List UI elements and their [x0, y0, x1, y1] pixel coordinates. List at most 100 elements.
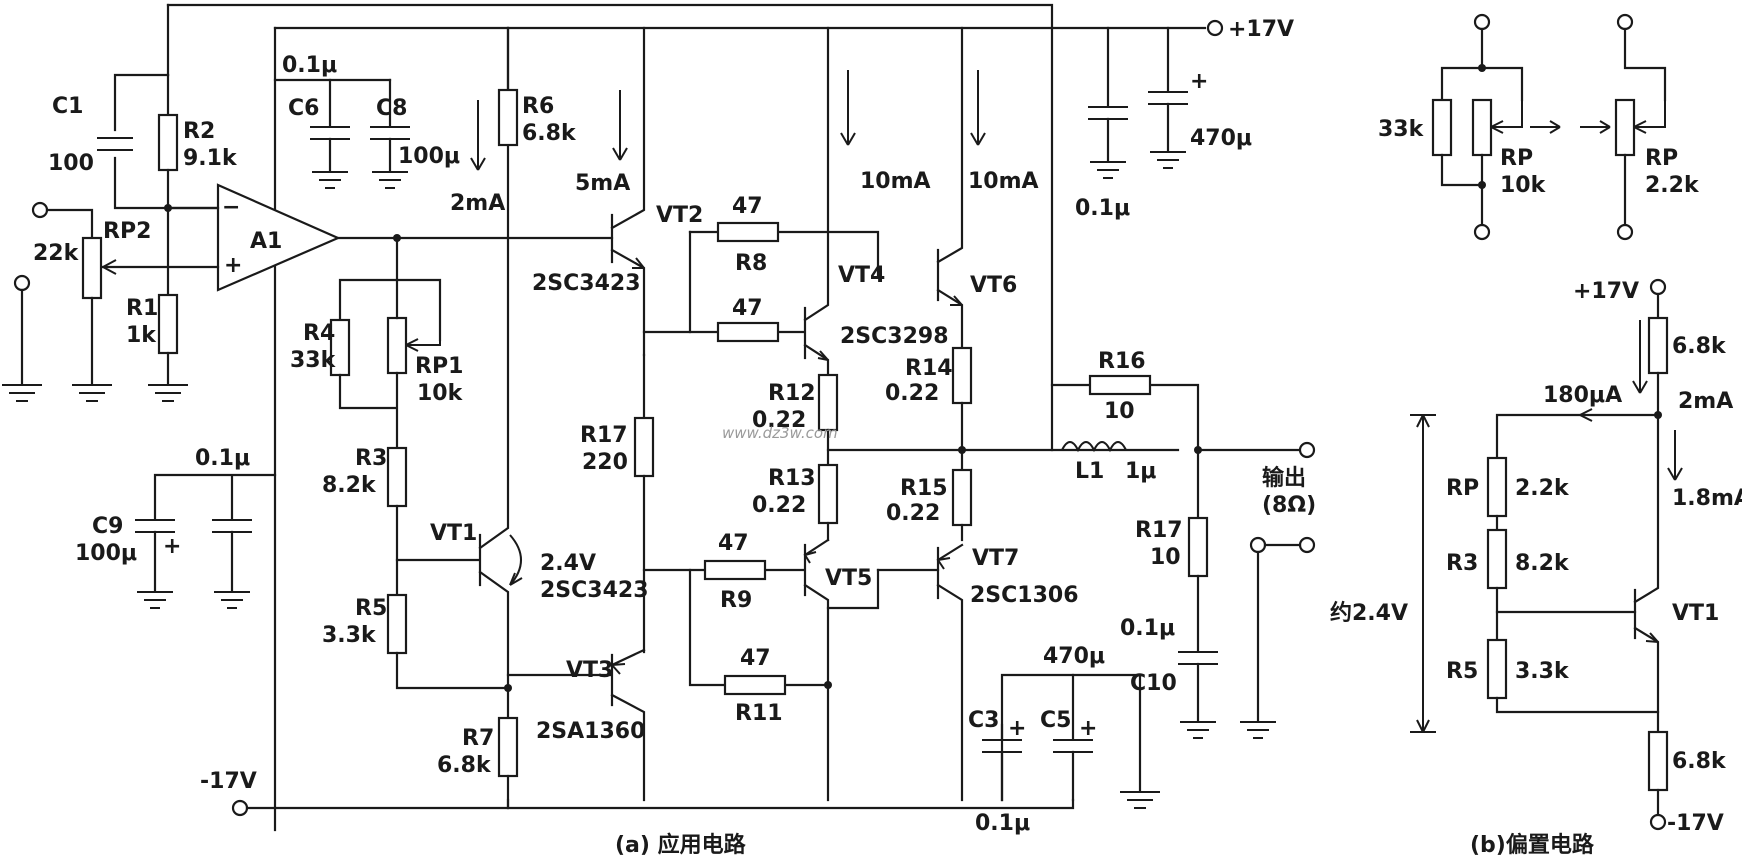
b-18ma-label: 1.8mA	[1672, 486, 1742, 511]
r5-value: 3.3k	[322, 623, 377, 648]
b-rpb-value: 2.2k	[1645, 173, 1700, 198]
r5-label: R5	[355, 596, 387, 621]
b-neg17-label: -17V	[1667, 811, 1724, 836]
driver-stage: 5mA VT2 2SC3423 R17 220 VT3 2SA1360	[506, 26, 703, 802]
c1-label: C1	[52, 94, 83, 119]
r2-resistor	[157, 113, 179, 172]
r1-value: 1k	[126, 323, 157, 348]
vt2-type: 2SC3423	[532, 271, 641, 296]
r10-value: 47	[732, 296, 763, 321]
r3-label: R3	[355, 446, 387, 471]
bias-detail: +17V 6.8k 180μA 2mA 1.8mA RP 2.2k R3 8.2…	[1330, 278, 1742, 836]
r14-value: 0.22	[885, 381, 939, 406]
vt5-section: 47 R9 47 R11 VT5	[642, 531, 872, 802]
r16-value: 10	[1104, 399, 1135, 424]
b-r3-resistor	[1486, 528, 1508, 590]
r17b-label: R17	[1135, 518, 1183, 543]
cap470-plus: +	[1190, 69, 1208, 94]
r14-label: R14	[905, 356, 953, 381]
c5-label: C5	[1040, 708, 1071, 733]
output-label: 输出	[1262, 465, 1306, 491]
b-r3-label: R3	[1446, 551, 1478, 576]
r7-resistor	[497, 716, 519, 778]
vt5-label: VT5	[825, 566, 872, 591]
output-gnd-terminal-b	[1298, 536, 1316, 554]
vt4-label: VT4	[838, 263, 885, 288]
opamp-minus: −	[222, 195, 240, 220]
bottom-rail: -17V	[200, 769, 1075, 817]
b-24v-label: 约2.4V	[1330, 600, 1408, 626]
r6-label: R6	[522, 94, 554, 119]
l1-value: 1μ	[1125, 459, 1157, 484]
b-rp10k	[1471, 98, 1493, 157]
r6-resistor	[497, 88, 519, 147]
r12-label: R12	[768, 381, 816, 406]
r2-value: 9.1k	[183, 146, 238, 171]
neg-rail-label: -17V	[200, 769, 257, 794]
r5-resistor	[386, 593, 408, 655]
b-r5-resistor	[1486, 638, 1508, 700]
output-terminal	[1298, 441, 1316, 459]
vt1-voltage: 2.4V	[540, 551, 596, 576]
c3-c5-value: 470μ	[1043, 644, 1105, 669]
input-terminal	[31, 201, 49, 219]
r12-resistor	[817, 373, 839, 432]
vt6-label: VT6	[970, 273, 1017, 298]
r9-resistor	[703, 559, 767, 581]
r14-resistor	[951, 346, 973, 405]
opamp-name: A1	[250, 229, 282, 254]
r11-label: R11	[735, 701, 783, 726]
caption-a: (a) 应用电路	[615, 832, 747, 858]
b-68k-bottom-label: 6.8k	[1672, 749, 1727, 774]
vt3-label: VT3	[566, 658, 613, 683]
rp2-label: RP2	[103, 219, 151, 244]
b-rp22k	[1614, 98, 1636, 157]
b-rpa-label: RP	[1500, 146, 1533, 171]
c3-c5-bottom-value: 0.1μ	[975, 811, 1030, 836]
r16-resistor	[1088, 374, 1152, 396]
r15-resistor	[951, 468, 973, 527]
b-vt1-label: VT1	[1672, 601, 1719, 626]
b-rp-resistor	[1486, 456, 1508, 518]
b-rp-label: RP	[1446, 476, 1479, 501]
opamp-plus: +	[224, 253, 242, 278]
vt3-type: 2SA1360	[536, 719, 645, 744]
output-gnd-terminal-a	[1249, 536, 1267, 554]
r17b-resistor	[1187, 516, 1209, 578]
output-filter: R16 10 L1 1μ 输出 (8Ω) R17 10 0.1μ C10	[1050, 349, 1316, 739]
r13-label: R13	[768, 466, 816, 491]
rp2-potentiometer	[81, 236, 103, 300]
b-rpb-label: RP	[1645, 146, 1678, 171]
current-10ma-b: 10mA	[968, 169, 1039, 194]
output-impedance: (8Ω)	[1262, 493, 1316, 518]
r2-label: R2	[183, 119, 215, 144]
vt1-type: 2SC3423	[540, 578, 649, 603]
c10-value: 0.1μ	[1120, 616, 1175, 641]
r13-resistor	[817, 463, 839, 525]
r15-value: 0.22	[886, 501, 940, 526]
right-rail: + 470μ 0.1μ	[1050, 26, 1252, 452]
rp1-value: 10k	[417, 381, 464, 406]
watermark: www.dz3w.com	[722, 424, 838, 442]
b-rpa-value: 10k	[1500, 173, 1547, 198]
vbe-multiplier: R4 33k RP1 10k R3 8.2k R5 3.3k VT1 2.4V …	[290, 26, 649, 692]
r11-value: 47	[740, 646, 771, 671]
r6-value: 6.8k	[522, 121, 577, 146]
vt7-label: VT7	[972, 546, 1019, 571]
r17-value: 220	[582, 450, 628, 475]
r8-resistor	[716, 221, 780, 243]
c9-plus: +	[163, 534, 181, 559]
l1-label: L1	[1075, 459, 1104, 484]
b-2ma-label: 2mA	[1678, 389, 1733, 414]
pos-rail-label: +17V	[1228, 17, 1294, 42]
b-r5-value: 3.3k	[1515, 659, 1570, 684]
b-68k-top-label: 6.8k	[1672, 334, 1727, 359]
current-2ma: 2mA	[450, 191, 505, 216]
b-r3-value: 8.2k	[1515, 551, 1570, 576]
r7-value: 6.8k	[437, 753, 492, 778]
c8-label: C8	[376, 96, 407, 121]
c1-value: 100	[48, 151, 94, 176]
r4-label: R4	[303, 321, 335, 346]
r16-label: R16	[1098, 349, 1146, 374]
